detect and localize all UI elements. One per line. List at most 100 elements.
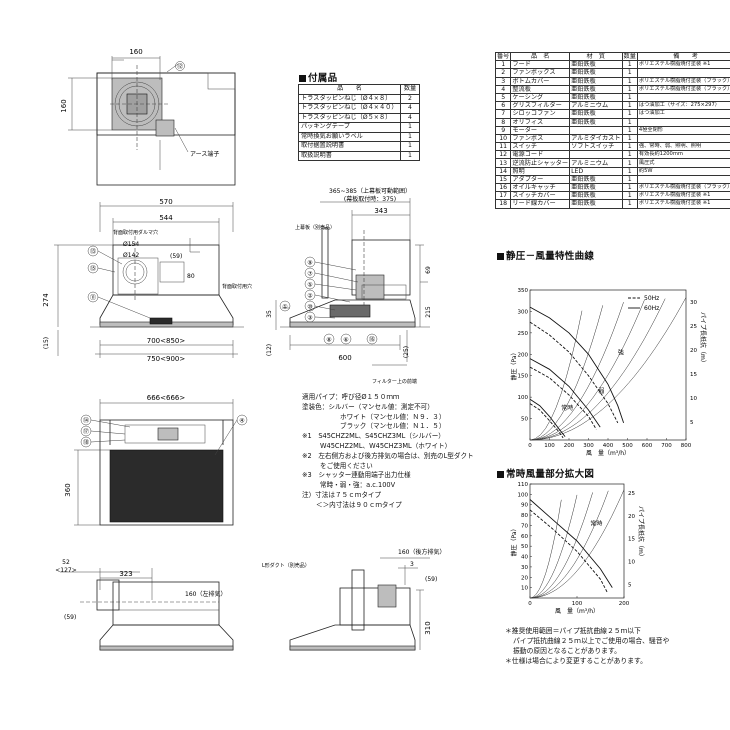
y2-tick-label: 30 <box>690 300 697 306</box>
accessory-name: 常時換気お願いラベル <box>298 131 401 142</box>
part-no: 2 <box>494 68 512 78</box>
x-tick-label: 0 <box>528 601 532 607</box>
part-material: 亜鉛鉄板 <box>569 68 623 78</box>
callout-8: ⑧ <box>326 337 331 344</box>
y-tick-label: 10 <box>521 586 528 592</box>
part-remarks: はつ油加工（サイズ：275×297） <box>636 101 730 111</box>
y-tick-label: 200 <box>518 352 529 358</box>
part-name: 整流板 <box>510 84 571 94</box>
dim-600: 600 <box>338 354 351 362</box>
part-qty: 1 <box>621 191 638 201</box>
dim-323: 323 <box>119 570 132 578</box>
y-axis-label: 静圧（Pa） <box>510 525 518 556</box>
dim-160-top: 160 <box>129 48 142 56</box>
curve-label-strong: 強 <box>618 348 624 356</box>
x-axis-label: 風 量（m³/h） <box>586 450 630 457</box>
callout-13: ⑬ <box>90 248 96 256</box>
series-line-60Hz <box>529 358 601 428</box>
y2-tick-label: 5 <box>628 582 632 588</box>
col-part: 品 名 <box>510 51 571 62</box>
part-remarks <box>636 68 730 78</box>
part-name: シロッコファン <box>510 109 571 119</box>
part-no: 18 <box>494 199 512 209</box>
part-material <box>569 125 623 135</box>
bottom-note-1: ＊推奨使用範囲＝パイプ抵抗曲線２５ｍ以下 <box>505 627 641 635</box>
x-tick-label: 500 <box>622 443 633 449</box>
part-remarks: ポリエステル樹脂焼付塗装（ブラック） <box>636 76 730 86</box>
y-tick-label: 300 <box>518 309 529 315</box>
y-tick-label: 250 <box>518 331 529 337</box>
note-5: ＜＞内寸法は９０ｃｍタイプ <box>316 500 402 509</box>
callout-16: ⑯ <box>369 336 375 344</box>
part-material: 亜鉛鉄板 <box>569 191 623 201</box>
accessory-row: トラスタッピンねじ（Ø４×８）2 <box>298 93 420 104</box>
part-remarks: はつ油加工 <box>636 109 730 119</box>
part-name: アダプター <box>510 174 571 185</box>
bottom-note-2: パイプ抵抗曲線２５ｍ以上でご使用の場合、騒音や <box>513 637 670 645</box>
y-tick-label: 150 <box>518 374 529 380</box>
rear-exhaust-view <box>289 557 430 651</box>
part-qty: 1 <box>621 133 638 144</box>
y-tick-label: 110 <box>518 482 529 488</box>
part-name: スイッチカバー <box>510 191 571 201</box>
x-tick-label: 100 <box>572 601 583 607</box>
note-1b: W45CHZ2ML、W45CHZ3ML（ホワイト） <box>320 441 452 450</box>
part-material: 亜鉛鉄板 <box>569 117 623 127</box>
pipe-resistance-curve <box>529 300 645 441</box>
part-material: アルミニウム <box>569 101 623 111</box>
part-qty: 1 <box>621 174 638 185</box>
front-view <box>54 202 244 358</box>
part-remarks <box>636 92 730 103</box>
part-name: 逆流防止シャッター <box>510 158 571 168</box>
callout-10: ⑩ <box>307 304 312 311</box>
part-qty: 1 <box>621 76 638 86</box>
chart-zoom-heading: 常時風量部分拡大図 <box>497 466 594 480</box>
pipe-resistance-curve <box>529 494 578 599</box>
part-qty: 1 <box>621 182 638 193</box>
dim-160-left: 160 <box>60 99 68 112</box>
part-no: 17 <box>494 191 512 201</box>
bottom-view <box>74 399 234 526</box>
chart-main-heading: 静圧－風量特性曲線 <box>497 248 594 262</box>
part-name: オリフィス <box>510 117 571 127</box>
callout-18: ⑱ <box>83 439 89 447</box>
y-tick-label: 100 <box>518 492 529 498</box>
callout-11: ⑪ <box>90 294 96 302</box>
l-duct-label: L形ダクト（別売品） <box>262 562 310 569</box>
table-header-row: 品 名 数量 <box>298 84 420 95</box>
legend-60hz: 60Hz <box>644 305 659 312</box>
part-no: 12 <box>494 150 512 160</box>
part-qty: 1 <box>621 199 638 209</box>
y2-axis-label: パイプ長抵抗（m） <box>699 312 707 366</box>
pipe-resistance-curve <box>529 489 625 599</box>
accessory-qty: 4 <box>400 112 420 123</box>
x-tick-label: 400 <box>603 443 614 449</box>
part-qty: 1 <box>621 92 638 103</box>
accessory-qty: 1 <box>400 141 420 152</box>
accessory-name: トラスタッピンねじ（Ø４×８） <box>298 93 401 104</box>
dim-365: 365~385（上幕板可動範囲） <box>329 187 411 195</box>
dim-666: 666<666> <box>147 394 186 402</box>
side-view <box>275 198 430 366</box>
top-panel-label: 上幕板（別売品） <box>295 224 335 231</box>
dim-127: <127> <box>55 567 77 574</box>
part-remarks: 有効長約1200mm <box>636 150 730 160</box>
part-qty: 1 <box>621 60 638 70</box>
part-no: 11 <box>494 142 512 152</box>
pipe-resistance-curve <box>529 305 604 441</box>
part-name: ケーシング <box>510 92 571 103</box>
part-name: ボトムカバー <box>510 76 571 86</box>
dim-160-rear: 160（後方排気） <box>398 548 445 556</box>
